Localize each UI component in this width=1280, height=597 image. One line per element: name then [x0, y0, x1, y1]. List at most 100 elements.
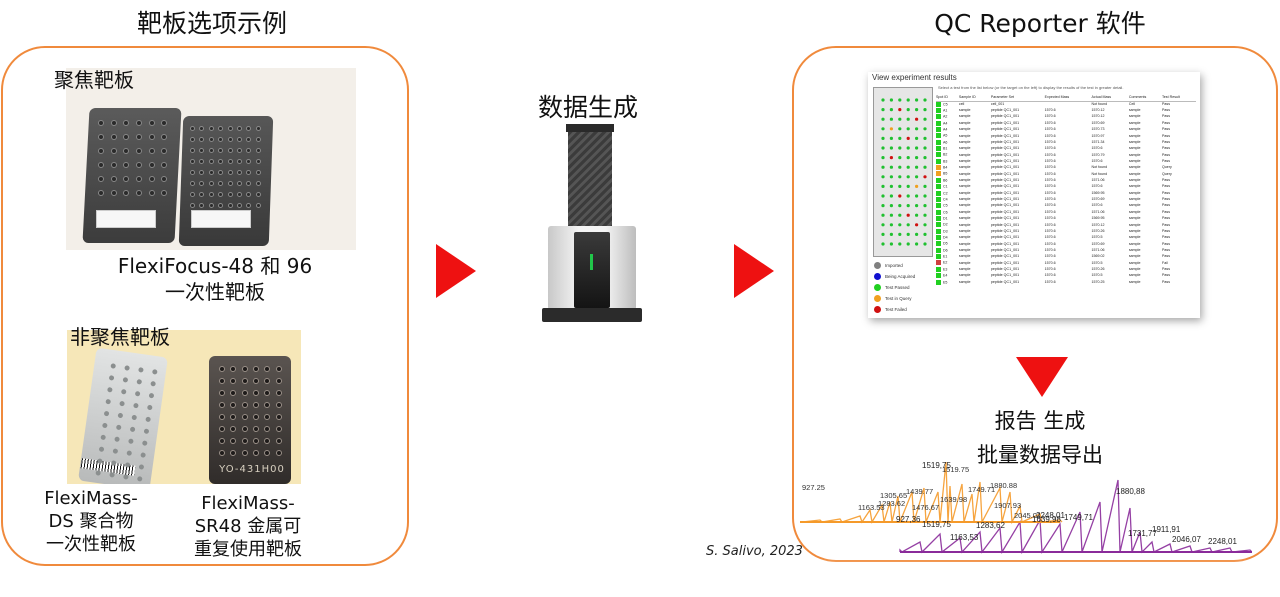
target-spot[interactable]	[898, 242, 902, 246]
target-spot[interactable]	[889, 136, 893, 140]
target-spot[interactable]	[923, 108, 927, 112]
target-spot[interactable]	[915, 242, 919, 246]
target-spot[interactable]	[906, 146, 910, 150]
target-spot[interactable]	[915, 213, 919, 217]
target-spot[interactable]	[906, 175, 910, 179]
target-spot[interactable]	[915, 223, 919, 227]
target-spot[interactable]	[898, 175, 902, 179]
target-spot[interactable]	[915, 156, 919, 160]
target-spot[interactable]	[881, 108, 885, 112]
target-spot[interactable]	[906, 108, 910, 112]
target-spot[interactable]	[881, 204, 885, 208]
target-spot[interactable]	[881, 184, 885, 188]
qc-target-map-spots[interactable]	[874, 88, 934, 258]
target-spot[interactable]	[923, 223, 927, 227]
target-spot[interactable]	[889, 117, 893, 121]
target-spot[interactable]	[881, 213, 885, 217]
target-spot[interactable]	[898, 98, 902, 102]
target-spot[interactable]	[906, 98, 910, 102]
target-spot[interactable]	[915, 108, 919, 112]
target-spot[interactable]	[898, 117, 902, 121]
target-spot[interactable]	[881, 242, 885, 246]
target-spot[interactable]	[923, 146, 927, 150]
target-spot[interactable]	[889, 165, 893, 169]
target-spot[interactable]	[915, 175, 919, 179]
qc-target-map[interactable]	[873, 87, 933, 257]
target-spot[interactable]	[915, 204, 919, 208]
target-spot[interactable]	[881, 127, 885, 131]
target-spot[interactable]	[923, 194, 927, 198]
target-spot[interactable]	[906, 165, 910, 169]
target-spot[interactable]	[906, 242, 910, 246]
target-spot[interactable]	[889, 156, 893, 160]
target-spot[interactable]	[906, 117, 910, 121]
target-spot[interactable]	[889, 146, 893, 150]
col-header[interactable]: Spot ID	[936, 94, 959, 102]
target-spot[interactable]	[923, 136, 927, 140]
target-spot[interactable]	[923, 184, 927, 188]
target-spot[interactable]	[889, 184, 893, 188]
target-spot[interactable]	[898, 127, 902, 131]
target-spot[interactable]	[889, 194, 893, 198]
target-spot[interactable]	[915, 146, 919, 150]
target-spot[interactable]	[923, 127, 927, 131]
target-spot[interactable]	[889, 232, 893, 236]
target-spot[interactable]	[915, 136, 919, 140]
target-spot[interactable]	[889, 98, 893, 102]
target-spot[interactable]	[898, 213, 902, 217]
target-spot[interactable]	[889, 242, 893, 246]
target-spot[interactable]	[889, 223, 893, 227]
target-spot[interactable]	[889, 204, 893, 208]
target-spot[interactable]	[881, 232, 885, 236]
target-spot[interactable]	[889, 175, 893, 179]
col-header[interactable]: Test Result	[1162, 94, 1196, 102]
target-spot[interactable]	[906, 127, 910, 131]
target-spot[interactable]	[915, 98, 919, 102]
target-spot[interactable]	[881, 175, 885, 179]
target-spot[interactable]	[906, 223, 910, 227]
target-spot[interactable]	[906, 156, 910, 160]
target-spot[interactable]	[915, 127, 919, 131]
col-header[interactable]: Comments	[1128, 94, 1163, 102]
target-spot[interactable]	[898, 146, 902, 150]
target-spot[interactable]	[881, 98, 885, 102]
target-spot[interactable]	[881, 223, 885, 227]
col-header[interactable]: Expected Mass	[1044, 94, 1092, 102]
target-spot[interactable]	[898, 184, 902, 188]
col-header[interactable]: Actual Mass	[1091, 94, 1129, 102]
target-spot[interactable]	[881, 156, 885, 160]
target-spot[interactable]	[898, 194, 902, 198]
target-spot[interactable]	[915, 232, 919, 236]
target-spot[interactable]	[923, 156, 927, 160]
target-spot[interactable]	[898, 156, 902, 160]
col-header[interactable]: Parameter Set	[990, 94, 1045, 102]
target-spot[interactable]	[898, 204, 902, 208]
target-spot[interactable]	[889, 108, 893, 112]
target-spot[interactable]	[906, 136, 910, 140]
target-spot[interactable]	[915, 184, 919, 188]
target-spot[interactable]	[889, 127, 893, 131]
target-spot[interactable]	[923, 98, 927, 102]
target-spot[interactable]	[915, 194, 919, 198]
target-spot[interactable]	[906, 204, 910, 208]
